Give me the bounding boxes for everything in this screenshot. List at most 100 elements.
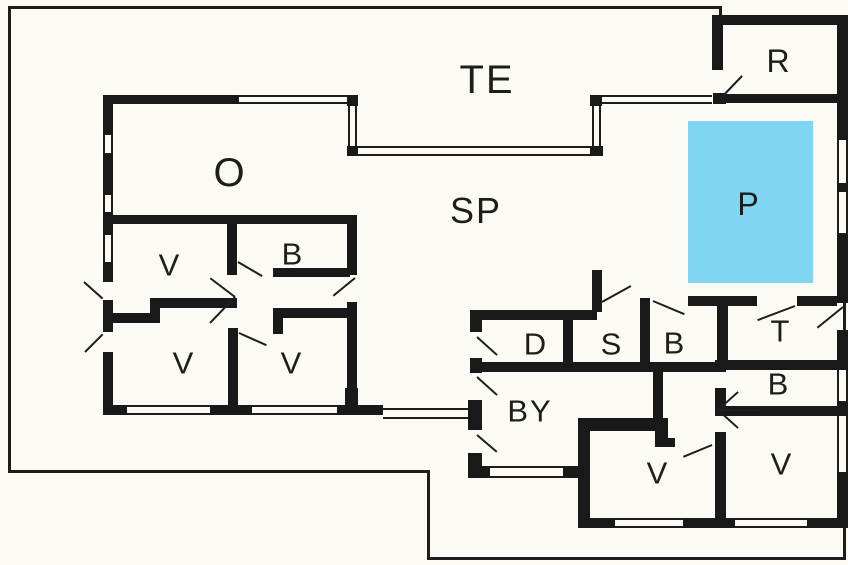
wall-segment bbox=[563, 466, 590, 478]
wall-segment bbox=[150, 298, 237, 308]
room-label-room-b-mid: B bbox=[663, 325, 687, 361]
window bbox=[103, 135, 113, 153]
room-label-pool-p: P bbox=[737, 186, 761, 222]
room-label-room-v-bottom: V bbox=[646, 455, 670, 491]
door-swing bbox=[476, 336, 498, 356]
wall-segment bbox=[347, 146, 358, 156]
wall-segment bbox=[655, 418, 668, 443]
room-label-room-v-left2: V bbox=[172, 345, 196, 381]
window bbox=[735, 518, 807, 528]
window bbox=[837, 140, 848, 183]
wall-segment bbox=[653, 372, 663, 422]
swimming-pool bbox=[688, 121, 813, 283]
wall-segment bbox=[468, 466, 490, 478]
door-swing bbox=[237, 261, 263, 277]
wall-segment bbox=[715, 432, 726, 528]
window bbox=[348, 106, 357, 146]
room-label-room-v-botright: V bbox=[770, 446, 794, 482]
wall-segment bbox=[103, 262, 113, 282]
wall-segment bbox=[470, 362, 726, 372]
wall-segment bbox=[715, 360, 848, 370]
room-label-room-by: BY bbox=[507, 393, 553, 429]
wall-segment bbox=[273, 308, 352, 318]
wall-segment bbox=[578, 518, 615, 528]
window bbox=[383, 408, 472, 419]
door-swing bbox=[816, 306, 844, 329]
door-swing bbox=[84, 333, 104, 353]
wall-segment bbox=[470, 310, 597, 320]
wall-segment bbox=[837, 183, 848, 192]
window bbox=[837, 367, 848, 401]
plot-boundary-line bbox=[8, 6, 722, 9]
room-label-room-v-center: V bbox=[280, 345, 304, 381]
wall-segment bbox=[347, 95, 358, 106]
wall-segment bbox=[103, 153, 113, 195]
door-swing bbox=[476, 376, 498, 396]
window bbox=[127, 405, 210, 415]
wall-segment bbox=[563, 313, 573, 372]
window bbox=[358, 146, 590, 156]
room-label-room-r: R bbox=[766, 43, 792, 79]
door-swing bbox=[682, 444, 713, 458]
window bbox=[837, 192, 848, 233]
wall-segment bbox=[655, 438, 675, 447]
wall-segment bbox=[837, 401, 848, 413]
wall-segment bbox=[103, 95, 239, 104]
plot-boundary-line bbox=[8, 6, 11, 473]
door-swing bbox=[238, 332, 267, 346]
wall-segment bbox=[712, 15, 723, 70]
room-label-room-d: D bbox=[523, 326, 549, 362]
door-swing bbox=[83, 281, 104, 300]
wall-segment bbox=[150, 298, 160, 323]
wall-segment bbox=[103, 405, 127, 415]
wall-segment bbox=[273, 308, 283, 334]
wall-segment bbox=[837, 233, 848, 303]
wall-segment bbox=[640, 298, 650, 372]
room-label-room-b-left: B bbox=[281, 236, 305, 272]
window bbox=[239, 95, 349, 104]
room-label-terrace: TE bbox=[459, 58, 515, 102]
wall-segment bbox=[837, 15, 848, 104]
door-swing bbox=[476, 434, 498, 453]
window bbox=[615, 518, 683, 528]
door-swing bbox=[209, 277, 236, 298]
wall-segment bbox=[715, 406, 848, 416]
wall-segment bbox=[712, 15, 848, 25]
wall-segment bbox=[470, 310, 482, 332]
wall-segment bbox=[807, 518, 848, 528]
wall-segment bbox=[273, 268, 350, 277]
window bbox=[252, 405, 337, 415]
plot-boundary-line bbox=[427, 470, 430, 560]
wall-segment bbox=[103, 95, 113, 135]
wall-segment bbox=[592, 270, 602, 312]
wall-segment bbox=[347, 302, 357, 405]
window bbox=[103, 235, 113, 262]
plot-boundary-line bbox=[8, 470, 430, 473]
wall-segment bbox=[688, 296, 757, 306]
window bbox=[103, 195, 113, 212]
room-label-room-o: O bbox=[213, 151, 247, 195]
door-swing bbox=[652, 300, 685, 315]
wall-segment bbox=[715, 388, 726, 410]
wall-segment bbox=[797, 296, 837, 306]
wall-segment bbox=[337, 405, 383, 415]
wall-segment bbox=[717, 306, 728, 366]
room-label-room-v-topleft: V bbox=[158, 247, 182, 283]
window bbox=[602, 95, 712, 104]
window bbox=[837, 413, 848, 472]
wall-segment bbox=[726, 94, 848, 103]
door-swing bbox=[332, 277, 356, 297]
wall-segment bbox=[468, 400, 482, 430]
wall-segment bbox=[347, 215, 357, 275]
wall-segment bbox=[837, 330, 848, 367]
window bbox=[490, 466, 563, 478]
wall-segment bbox=[837, 103, 848, 140]
wall-segment bbox=[103, 313, 160, 323]
door-swing bbox=[601, 285, 632, 303]
room-label-room-sp: SP bbox=[449, 190, 503, 231]
plot-boundary-line bbox=[427, 557, 846, 560]
room-label-room-b-right: B bbox=[767, 366, 791, 402]
wall-segment bbox=[590, 95, 602, 106]
wall-segment bbox=[227, 215, 237, 275]
